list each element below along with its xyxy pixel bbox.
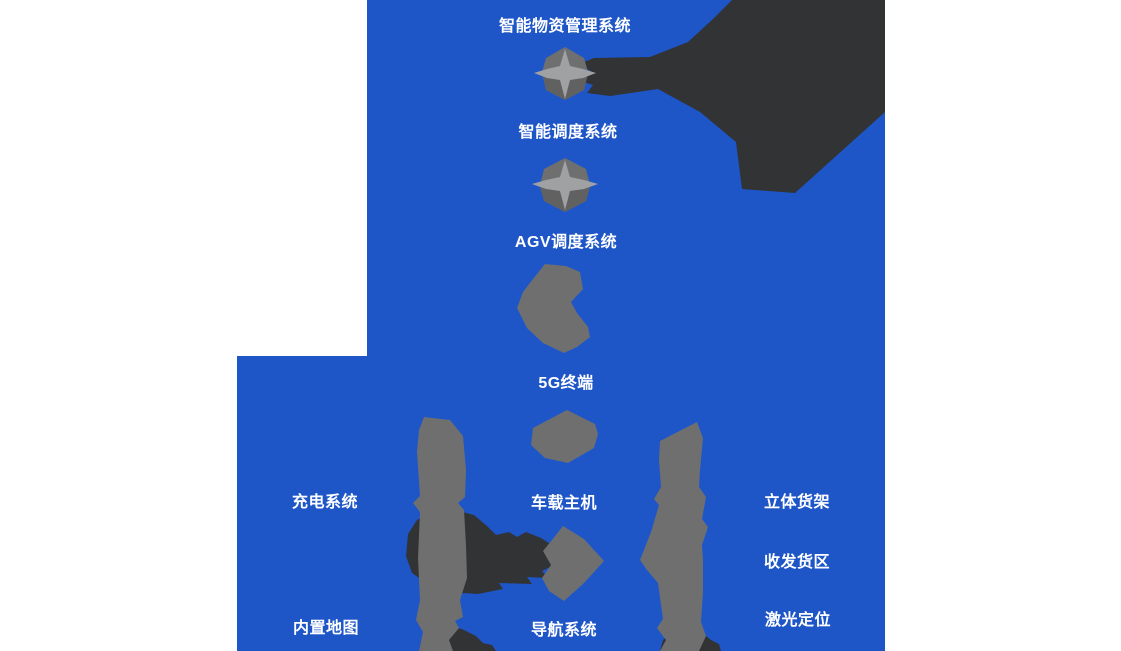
star-icon [534, 49, 596, 99]
chevron-right-icon [542, 526, 604, 601]
gray-silhouettes [413, 47, 708, 651]
label-agv-dispatch-system: AGV调度系统 [514, 234, 618, 251]
star-icon [532, 160, 598, 210]
label-built-in-map: 内置地图 [292, 620, 360, 637]
robot-silhouette-icon [517, 264, 590, 353]
label-vehicle-host: 车载主机 [530, 495, 598, 512]
label-laser-positioning: 激光定位 [764, 612, 832, 629]
pillar-silhouette-icon [640, 422, 708, 651]
label-navigation-system: 导航系统 [530, 622, 598, 639]
label-intelligent-material-management-system: 智能物资管理系统 [498, 18, 632, 35]
pillar-silhouette-icon [413, 417, 467, 651]
label-5g-terminal: 5G终端 [538, 375, 594, 392]
label-intelligent-dispatch-system: 智能调度系统 [518, 124, 618, 141]
hexagon-box-icon [531, 410, 598, 463]
top-right-silhouette [574, 0, 885, 193]
emblem-stars [532, 49, 598, 210]
label-stereo-rack: 立体货架 [763, 494, 831, 511]
label-receive-dispatch-area: 收发货区 [763, 554, 831, 571]
label-charging-system: 充电系统 [291, 494, 359, 511]
